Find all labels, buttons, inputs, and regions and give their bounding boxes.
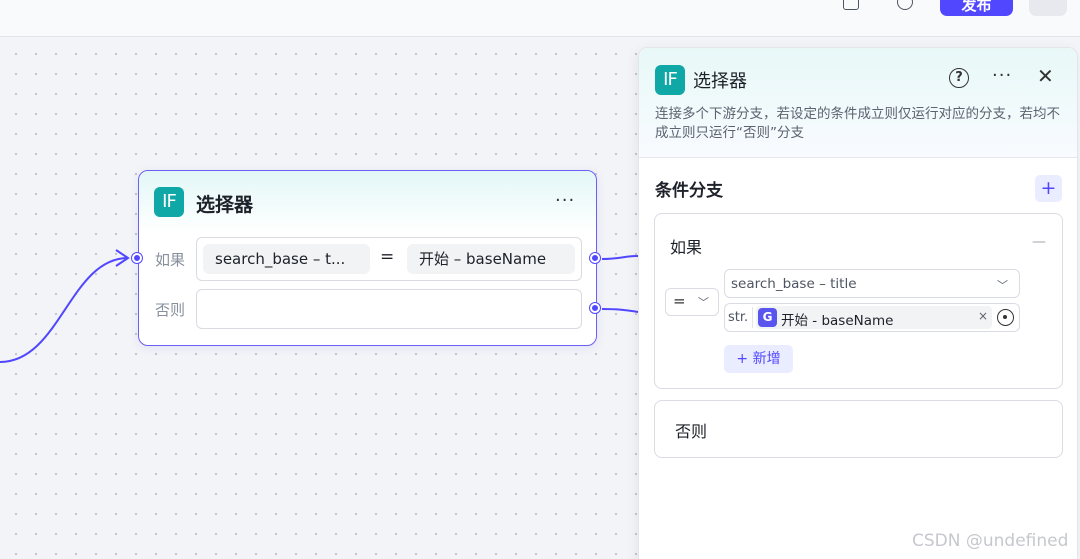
reference-icon: G	[758, 308, 777, 327]
operator-value: =	[673, 292, 686, 310]
if-badge-icon: IF	[655, 65, 685, 95]
chevron-down-icon: ﹀	[997, 279, 1008, 292]
reference-text: 开始 - baseName	[781, 313, 894, 329]
operator-select[interactable]: = ﹀	[665, 288, 719, 316]
left-variable-select[interactable]: search_base – title ﹀	[724, 269, 1020, 298]
panel-description: 连接多个下游分支，若设定的条件成立则仅运行对应的分支，若均不成立则只运行“否则”…	[655, 106, 1060, 141]
user-menu-button[interactable]	[1029, 0, 1067, 16]
collapse-icon[interactable]: —	[1032, 234, 1046, 250]
branch-if-label: 如果	[670, 238, 703, 257]
add-condition-button[interactable]: + 新增	[724, 345, 793, 373]
branch-else-card[interactable]: 否则	[654, 400, 1063, 458]
panel-title: 选择器	[693, 71, 747, 92]
help-icon[interactable]: ?	[949, 68, 969, 88]
right-value-field[interactable]: str. G 开始 - baseName ×	[724, 303, 1020, 332]
target-icon[interactable]	[997, 309, 1014, 326]
else-row[interactable]	[196, 289, 582, 329]
left-variable-value: search_base – title	[731, 276, 857, 292]
left-operand-chip[interactable]: search_base – t...	[203, 244, 370, 274]
else-label: 否则	[155, 301, 186, 319]
right-operand-chip[interactable]: 开始 – baseName	[407, 244, 575, 274]
close-icon[interactable]: ✕	[1037, 64, 1054, 88]
node-title: 选择器	[196, 194, 254, 216]
node-header	[139, 171, 596, 233]
branch-if-card: 如果 — = ﹀ search_base – title ﹀ str. G 开始…	[654, 213, 1063, 389]
panel-header	[639, 48, 1077, 158]
add-branch-button[interactable]: +	[1035, 175, 1062, 202]
watermark: CSDN @undefined	[912, 531, 1069, 551]
operator: =	[380, 247, 395, 267]
section-title: 条件分支	[655, 181, 723, 201]
selector-panel: IF 选择器 ? ··· ✕ 连接多个下游分支，若设定的条件成立则仅运行对应的分…	[638, 47, 1078, 559]
publish-button[interactable]: 发布	[940, 0, 1013, 16]
else-output-port[interactable]	[590, 303, 600, 313]
chevron-down-icon: ﹀	[698, 296, 709, 309]
condition-row[interactable]: search_base – t... = 开始 – baseName	[196, 237, 582, 281]
reference-chip[interactable]: G 开始 - baseName ×	[756, 306, 992, 329]
more-icon[interactable]: ···	[992, 65, 1013, 86]
clear-icon[interactable]: ×	[978, 309, 989, 323]
input-port[interactable]	[132, 253, 142, 263]
type-tag[interactable]: str.	[728, 307, 753, 328]
branch-else-label: 否则	[675, 422, 708, 441]
if-output-port[interactable]	[590, 253, 600, 263]
node-more-icon[interactable]: ···	[555, 190, 576, 211]
selector-node[interactable]: IF 选择器 ··· 如果 search_base – t... = 开始 – …	[132, 170, 600, 346]
if-badge-icon: IF	[154, 187, 184, 217]
if-label: 如果	[155, 251, 186, 269]
top-toolbar: 发布	[0, 0, 1080, 37]
phone-icon[interactable]	[843, 0, 859, 10]
